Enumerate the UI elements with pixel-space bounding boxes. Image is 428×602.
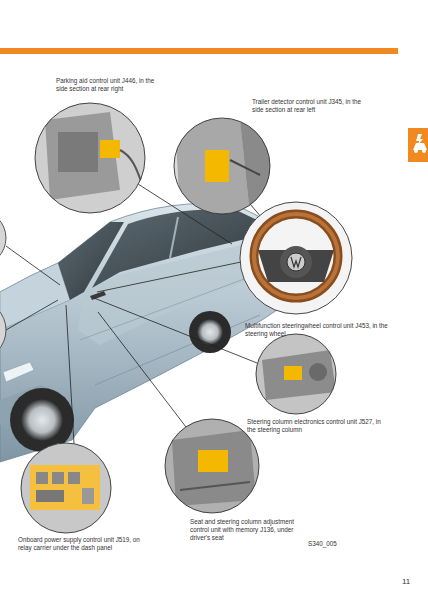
detail-circle — [30, 100, 150, 220]
callout-label: Parking aid control unit J446, in the si… — [56, 77, 160, 93]
detail-circle — [256, 334, 336, 414]
detail-circle — [240, 202, 352, 314]
detail-circle — [0, 210, 6, 360]
callout-label: Seat and steering column adjustment cont… — [190, 518, 310, 543]
detail-circle — [21, 443, 111, 533]
leader-lines — [6, 184, 286, 444]
header-bar — [0, 48, 398, 54]
callout-label: Trailer detector control unit J345, in t… — [252, 98, 370, 114]
callout-label: Onboard power supply control unit J519, … — [18, 536, 144, 552]
section-tab — [408, 128, 428, 162]
figure-number: S340_005 — [308, 540, 337, 548]
callout-label: Multifunction steeringwheel control unit… — [245, 322, 395, 338]
page-number: 11 — [402, 577, 410, 587]
detail-circle — [174, 118, 270, 215]
callout-label: Steering column electronics control unit… — [247, 418, 387, 434]
detail-circle — [165, 419, 259, 513]
